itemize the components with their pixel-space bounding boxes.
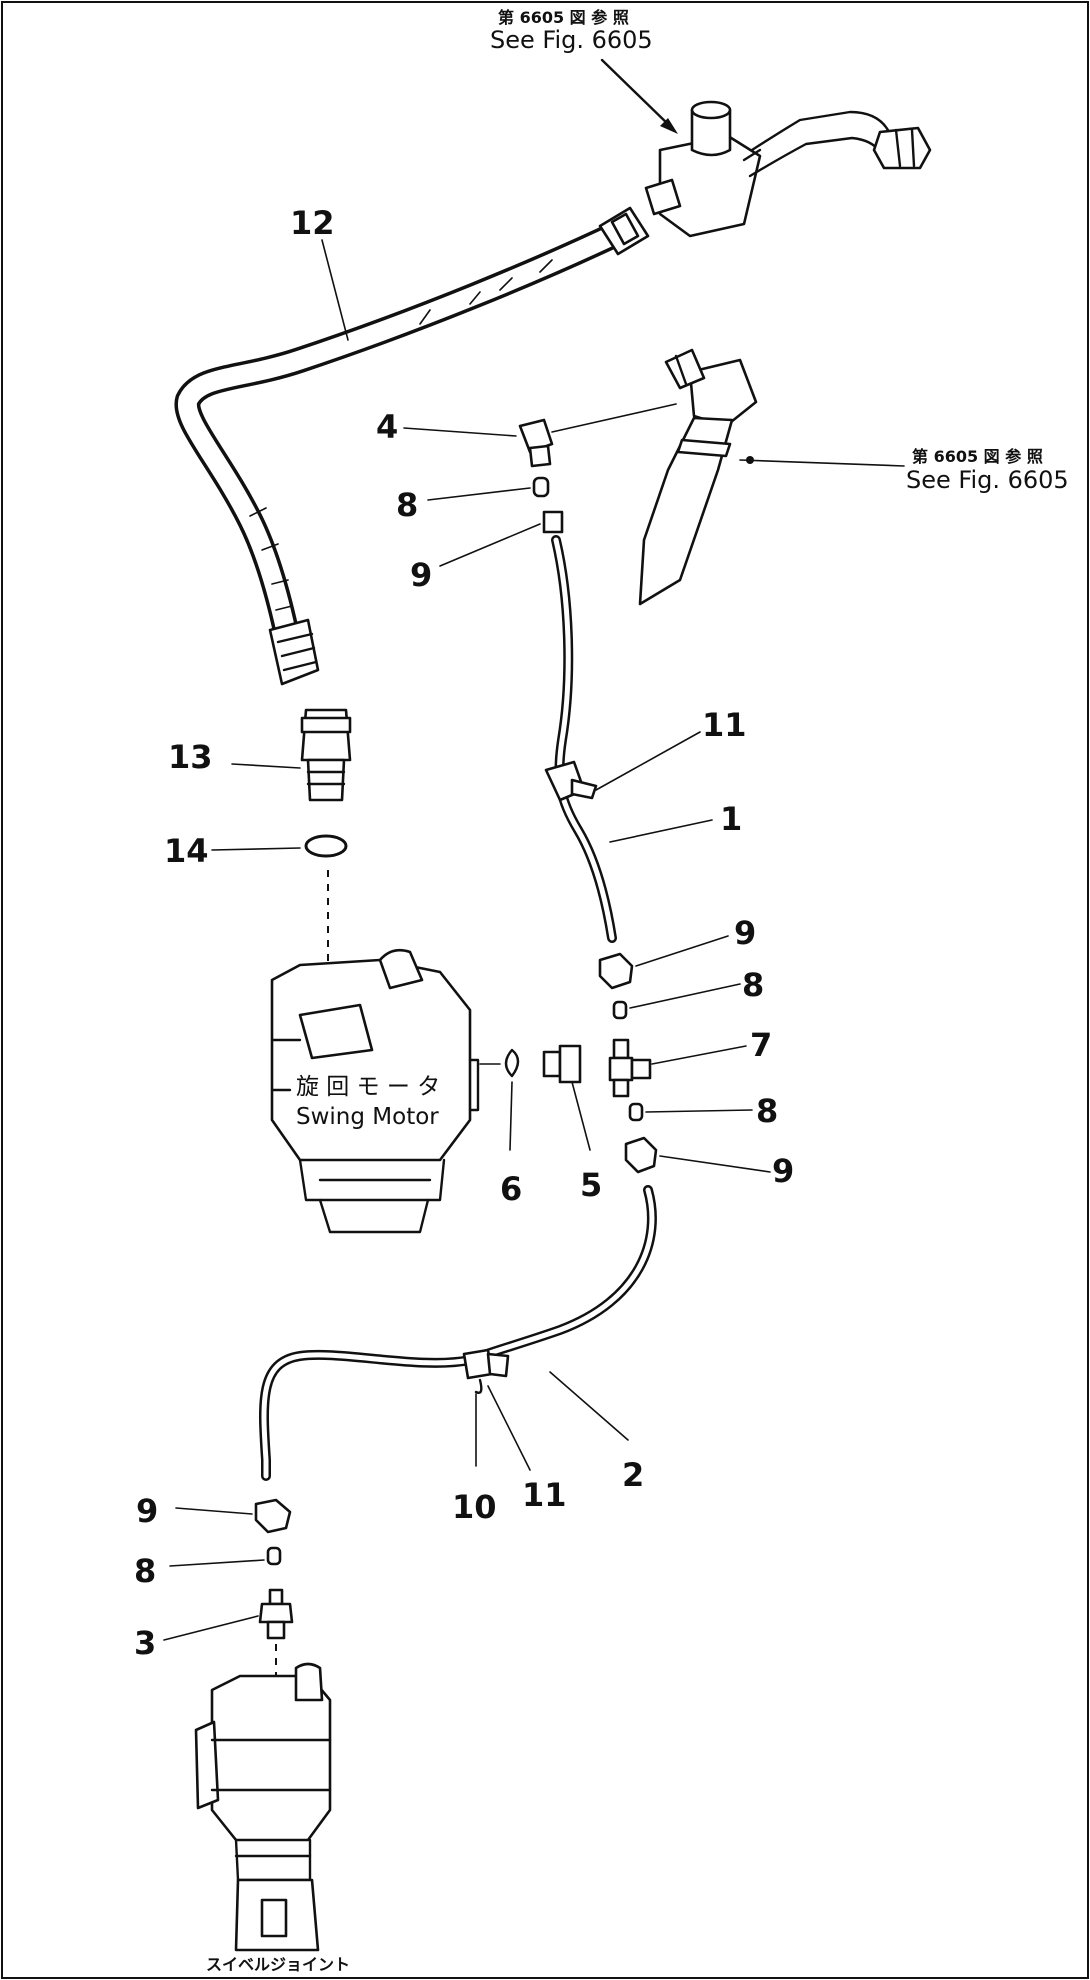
top-pipe-fitting bbox=[872, 126, 932, 170]
callout-10: 10 bbox=[452, 1488, 497, 1526]
part-8-ring-mid bbox=[612, 1000, 628, 1020]
part-8-ring-low bbox=[628, 1102, 644, 1122]
hose-12-outline bbox=[174, 219, 633, 663]
callout-8: 8 bbox=[134, 1552, 156, 1590]
part-9-nut-bottom bbox=[254, 1498, 292, 1534]
reference-right-en: See Fig. 6605 bbox=[906, 466, 1069, 494]
top-pipe-lower bbox=[748, 136, 882, 178]
part-8-ring-bottom bbox=[266, 1546, 282, 1566]
callout-7: 7 bbox=[750, 1026, 772, 1064]
swivel-joint bbox=[194, 1662, 332, 1952]
hose-12-body bbox=[177, 222, 630, 660]
swing-motor-label-jp: 旋 回 モ ー タ bbox=[296, 1074, 440, 1100]
top-valve-block bbox=[644, 100, 762, 238]
part-14-o-ring bbox=[304, 834, 348, 858]
reference-right-leader bbox=[739, 459, 905, 467]
callout-9: 9 bbox=[772, 1152, 794, 1190]
part-7-tee bbox=[608, 1038, 652, 1098]
part-13-adapter bbox=[300, 708, 352, 802]
hose-12-texture bbox=[249, 259, 553, 611]
right-hose-band bbox=[676, 438, 732, 458]
part-11-clamp-top bbox=[544, 760, 598, 802]
callout-1: 1 bbox=[720, 800, 742, 838]
part-4-elbow bbox=[518, 418, 554, 468]
callout-8: 8 bbox=[396, 486, 418, 524]
callout-5: 5 bbox=[580, 1166, 602, 1204]
right-hose bbox=[638, 416, 734, 606]
callout-9: 9 bbox=[410, 556, 432, 594]
swing-motor bbox=[270, 948, 480, 1234]
part-8-ring-top bbox=[532, 476, 550, 498]
reference-right-jp: 第 6605 図 参 照 bbox=[912, 447, 1043, 466]
part-6-o-ring bbox=[504, 1048, 520, 1078]
callout-leaders bbox=[163, 239, 771, 1641]
tube-2-outline bbox=[259, 1185, 657, 1481]
callout-3: 3 bbox=[134, 1624, 156, 1662]
reference-top-en: See Fig. 6605 bbox=[490, 26, 653, 54]
callout-8: 8 bbox=[742, 966, 764, 1004]
part-9-nut-mid bbox=[598, 952, 634, 990]
swivel-joint-label-jp: スイベルジョイント bbox=[206, 1955, 350, 1974]
reference-top-jp: 第 6605 図 参 照 bbox=[498, 8, 629, 27]
reference-top-arrowhead bbox=[660, 118, 678, 134]
right-elbow-fitting bbox=[664, 348, 758, 428]
callout-11: 11 bbox=[702, 706, 747, 744]
swing-motor-label-en: Swing Motor bbox=[296, 1104, 439, 1130]
part-5-connector bbox=[542, 1044, 582, 1084]
part-4-to-hose-line bbox=[551, 403, 677, 433]
callout-6: 6 bbox=[500, 1170, 522, 1208]
reference-right-dot bbox=[746, 456, 754, 464]
callout-4: 4 bbox=[376, 408, 398, 446]
top-pipe bbox=[750, 110, 892, 152]
reference-top-arrow bbox=[600, 58, 674, 130]
hose-12-top-fitting bbox=[598, 206, 650, 256]
part-9-nut-top bbox=[542, 510, 564, 534]
callout-12: 12 bbox=[290, 204, 335, 242]
hose-12-bottom-fitting bbox=[268, 618, 320, 686]
tube-2-body bbox=[261, 1187, 655, 1479]
callout-11: 11 bbox=[522, 1476, 567, 1514]
callout-8: 8 bbox=[756, 1092, 778, 1130]
callout-9: 9 bbox=[734, 914, 756, 952]
part-3-connector bbox=[258, 1588, 294, 1640]
part-10-clamp bbox=[462, 1348, 510, 1394]
part-9-nut-low bbox=[624, 1136, 658, 1174]
callout-9: 9 bbox=[136, 1492, 158, 1530]
callout-2: 2 bbox=[622, 1456, 644, 1494]
callout-14: 14 bbox=[164, 832, 209, 870]
callout-13: 13 bbox=[168, 738, 213, 776]
